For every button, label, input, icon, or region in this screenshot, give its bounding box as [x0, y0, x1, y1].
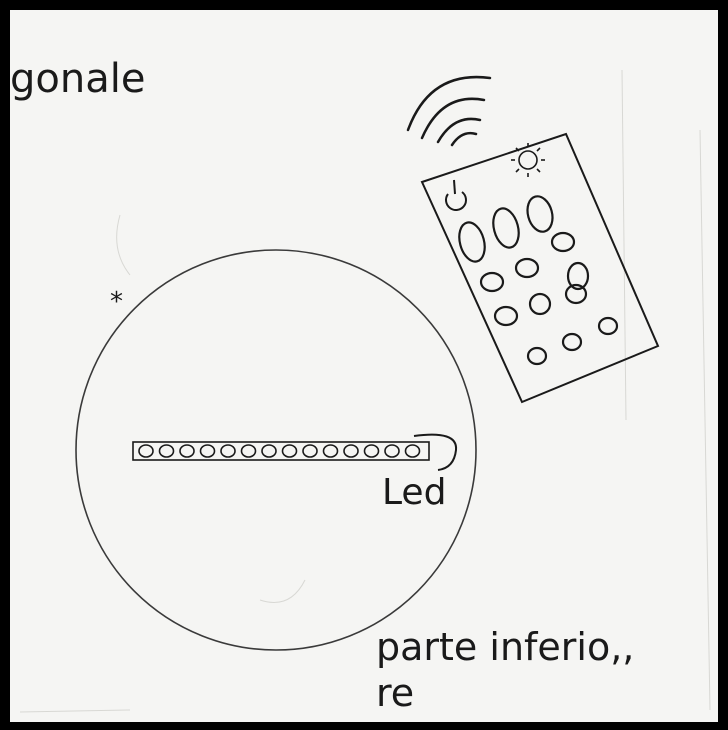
wifi-signal-icon [406, 75, 492, 147]
led-dot [261, 444, 277, 458]
remote-button [492, 207, 520, 249]
bottom-label-line1: parte inferio,, [376, 625, 634, 669]
led-dot [281, 444, 298, 458]
remote-button [528, 292, 552, 316]
led-dot [302, 444, 318, 458]
led-dot [322, 444, 339, 458]
led-dot [404, 444, 421, 458]
remote-button [564, 283, 588, 305]
remote-button [479, 271, 505, 293]
power-icon [445, 179, 467, 211]
remote-button [566, 261, 590, 291]
led-dot [220, 444, 236, 458]
lamp-circle [75, 249, 477, 651]
top-left-label: gonale [10, 56, 145, 102]
remote-button [597, 316, 619, 336]
remote-button [514, 257, 540, 279]
led-dot [384, 444, 400, 458]
led-strip [132, 433, 458, 471]
remote-control [420, 132, 660, 404]
paper-sheet: gonale * [10, 10, 718, 722]
faint-pencil-marks [19, 69, 711, 713]
led-dot [240, 444, 257, 458]
led-dot [158, 444, 175, 458]
sketch-canvas: gonale * [10, 56, 711, 715]
led-dots [138, 444, 421, 458]
asterisk-mark: * [110, 287, 123, 317]
remote-button [493, 305, 519, 327]
led-dot [199, 444, 216, 458]
remote-button [458, 221, 486, 263]
led-dot [363, 444, 380, 458]
led-dot [343, 444, 359, 458]
led-label: Led [382, 472, 446, 513]
remote-body [420, 132, 660, 404]
led-connector [413, 433, 458, 471]
bottom-label-line2: re [376, 671, 414, 715]
remote-button [550, 231, 576, 253]
led-dot [179, 444, 195, 458]
led-strip-outline [132, 441, 430, 461]
led-dot [138, 444, 154, 458]
remote-button [526, 195, 554, 233]
remote-buttons [458, 195, 619, 366]
remote-button [526, 346, 548, 366]
brightness-icon [511, 143, 545, 177]
remote-button [561, 332, 583, 352]
